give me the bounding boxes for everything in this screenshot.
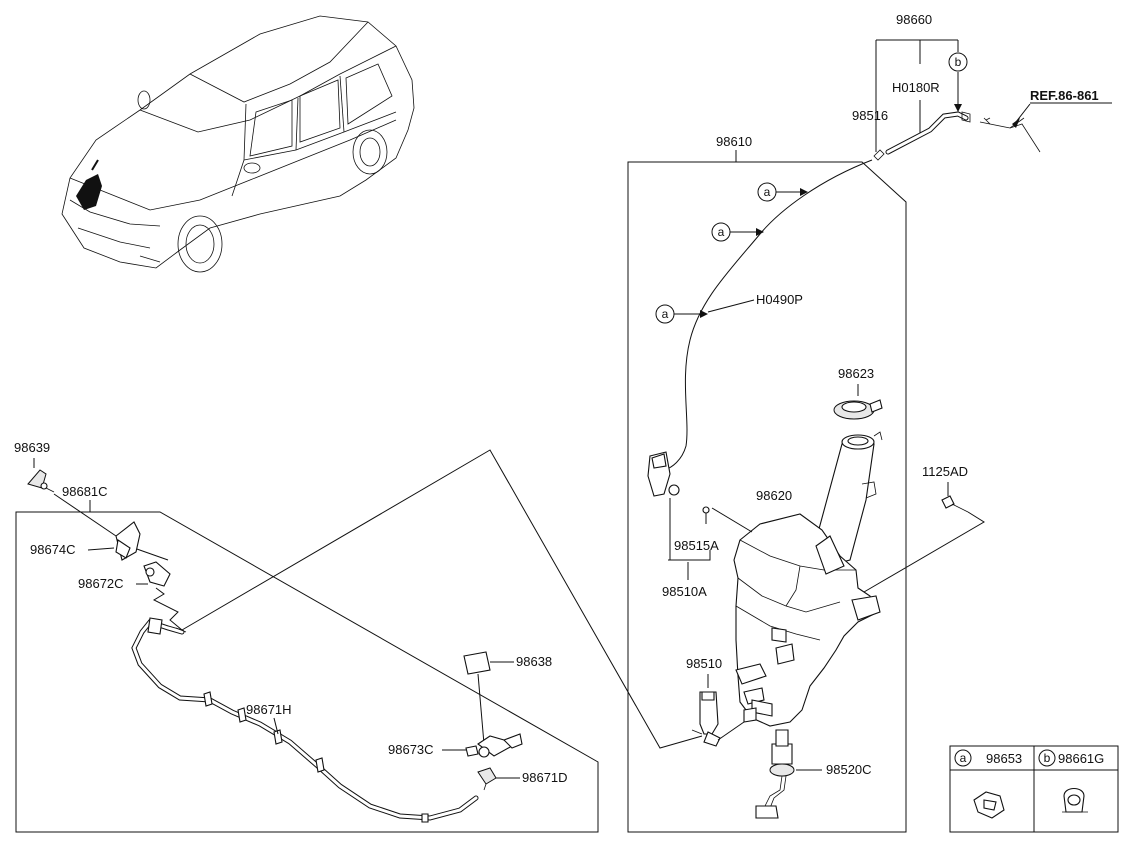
bolt-1125ad: 1125AD [863, 464, 985, 593]
svg-text:a: a [662, 307, 669, 321]
svg-text:a: a [718, 225, 725, 239]
cap-98623: 98623 [833, 366, 883, 420]
nozzle-icon: 98639 98681C [14, 440, 599, 833]
label-98671d: 98671D [522, 770, 568, 785]
legend-part-b: 98661G [1058, 751, 1104, 766]
label-1125ad: 1125AD [922, 464, 968, 479]
reservoir-box: 98610 [627, 134, 907, 833]
upper-hose-group: 98660 H0180R 98516 b REF.86-861 [852, 12, 1112, 161]
car-icon [61, 15, 415, 273]
label-98673c: 98673C [388, 742, 434, 757]
pump-98510: 98510 [686, 656, 745, 747]
legend-table: a 98653 b 98661G [949, 745, 1119, 833]
label-98510a: 98510A [662, 584, 707, 599]
hose-h0490p: a a a H0490P [655, 159, 873, 471]
label-h0180r: H0180R [892, 80, 940, 95]
svg-text:a: a [960, 751, 967, 765]
nozzle-assembly: 98674C 98672C [30, 521, 183, 631]
label-98620: 98620 [756, 488, 792, 503]
label-98681c: 98681C [62, 484, 108, 499]
label-98515a: 98515A [674, 538, 719, 553]
label-98660: 98660 [896, 12, 932, 27]
label-98520c: 98520C [826, 762, 872, 777]
leader-lines [133, 449, 703, 749]
label-98623: 98623 [838, 366, 874, 381]
hood-nozzle-group: 98638 98673C 98671D [388, 651, 568, 791]
label-98516: 98516 [852, 108, 888, 123]
clip-icon [973, 787, 1088, 819]
label-98671h: 98671H [246, 702, 292, 717]
svg-text:b: b [1044, 751, 1051, 765]
svg-text:b: b [955, 55, 962, 69]
label-98674c: 98674C [30, 542, 76, 557]
legend-part-a: 98653 [986, 751, 1022, 766]
label-98672c: 98672C [78, 576, 124, 591]
label-h0490p: H0490P [756, 292, 803, 307]
reservoir-icon: 98620 [733, 431, 883, 765]
svg-text:a: a [764, 185, 771, 199]
label-ref: REF.86-861 [1030, 88, 1099, 103]
callout-b-top [948, 52, 968, 72]
legend-callout-b [1038, 749, 1056, 767]
hose-98671h: 98671H [131, 617, 479, 823]
label-98639: 98639 [14, 440, 50, 455]
label-98510: 98510 [686, 656, 722, 671]
label-98638: 98638 [516, 654, 552, 669]
pump-icon: 98515A 98510A [647, 451, 753, 599]
motor-98520c: 98520C [755, 762, 872, 819]
legend-callout-a [954, 749, 972, 767]
label-98610: 98610 [716, 134, 752, 149]
